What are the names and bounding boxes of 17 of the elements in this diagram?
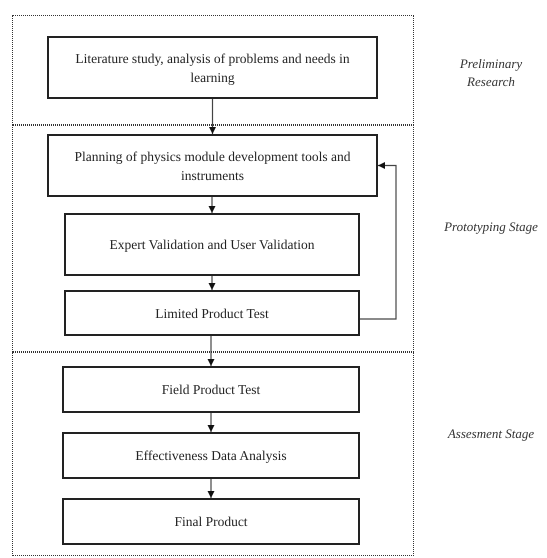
process-box: Field Product Test — [62, 366, 360, 413]
process-box: Planning of physics module development tools and instruments — [47, 134, 378, 197]
arrow — [360, 162, 397, 320]
arrow — [208, 413, 214, 432]
process-box: Literature study, analysis of problems and needs in learning — [47, 36, 378, 99]
arrow — [208, 336, 214, 366]
process-box: Limited Product Test — [64, 290, 360, 336]
process-box: Effectiveness Data Analysis — [62, 432, 360, 479]
stage-label: Preliminary Research — [458, 55, 524, 91]
arrow — [208, 479, 214, 498]
process-box: Final Product — [62, 498, 360, 545]
arrow — [209, 99, 216, 134]
arrow — [208, 276, 216, 290]
arrow — [208, 197, 216, 213]
stage-label: Assesment Stage — [446, 425, 536, 443]
process-box: Expert Validation and User Validation — [64, 213, 360, 276]
stage-label: Prototyping Stage — [443, 218, 539, 236]
